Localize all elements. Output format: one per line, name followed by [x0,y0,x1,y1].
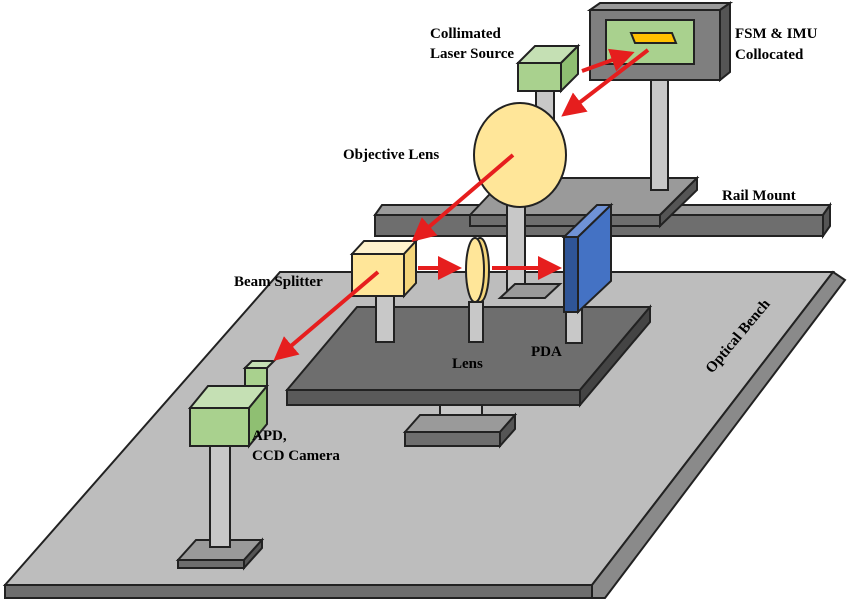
fsm-imu-label-line1: FSM & IMU [735,26,818,42]
pda-detector [561,202,614,344]
fsm-imu-box [586,1,734,83]
beam-objective-to-splitter [411,153,515,242]
objective-lens-label: Objective Lens [343,147,439,163]
laser-source [515,43,581,123]
apd-camera-label-line1: APD, [252,428,287,444]
beam-splitter-to-camera [273,270,380,361]
lens [465,237,490,343]
laser-source-label-line1: Collimated [430,26,501,42]
laser-beams [273,48,650,361]
fsm-mirror-icon [629,32,678,44]
apd-camera-label-line2: CCD Camera [252,448,340,464]
laser-source-label-line2: Laser Source [430,46,514,62]
lens-label: Lens [452,356,483,372]
rail-mount-label: Rail Mount [722,188,796,204]
fsm-imu-label-line2: Collocated [735,47,804,63]
beam-laser-to-fsm [581,48,635,73]
beam-splitter-label: Beam Splitter [234,274,323,290]
objective-lens-base [497,283,563,299]
beam-fsm-to-objective [561,48,650,117]
beam-splitter [349,238,419,343]
pda-label: PDA [531,344,562,360]
apd-ccd-camera [175,360,277,571]
